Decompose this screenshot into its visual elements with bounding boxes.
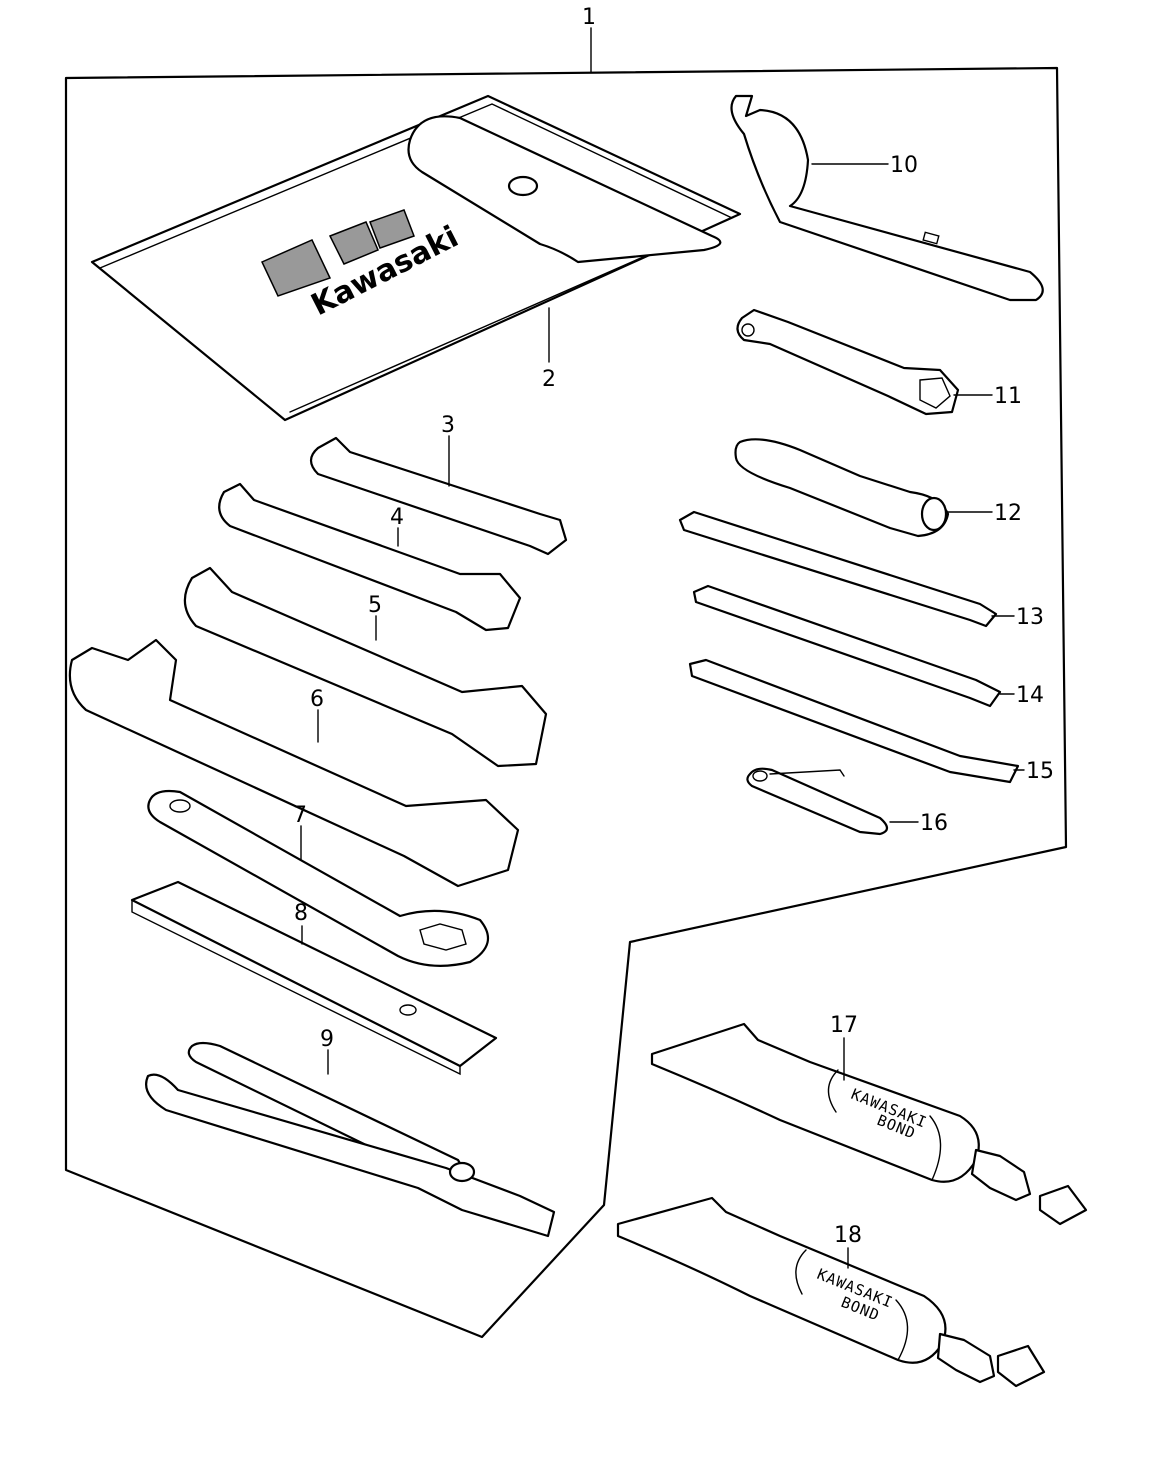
flat-tool-bar-8 <box>130 880 498 1076</box>
open-end-wrench-4 <box>218 482 522 632</box>
callout-10: 10 <box>890 153 918 178</box>
callout-9: 9 <box>320 1027 334 1052</box>
callout-8: 8 <box>294 901 308 926</box>
callout-6: 6 <box>310 687 324 712</box>
pliers-9 <box>145 1041 556 1238</box>
tool-pouch: Kawasaki <box>90 94 742 422</box>
hook-spanner-10 <box>730 94 1044 302</box>
callout-12: 12 <box>994 501 1022 526</box>
screwdriver-bit-13 <box>678 510 998 628</box>
callout-4: 4 <box>390 505 404 530</box>
callout-14: 14 <box>1016 683 1044 708</box>
callout-13: 13 <box>1016 605 1044 630</box>
callout-17: 17 <box>830 1013 858 1038</box>
kit-boundary <box>64 66 1068 1339</box>
callout-1: 1 <box>582 5 596 30</box>
callout-3: 3 <box>441 413 455 438</box>
callout-16: 16 <box>920 811 948 836</box>
open-end-wrench-5 <box>183 566 548 768</box>
callout-7: 7 <box>293 803 307 828</box>
callout-18: 18 <box>834 1223 862 1248</box>
screwdriver-bit-15 <box>688 658 1020 784</box>
box-wrench-7 <box>147 789 490 967</box>
open-end-wrench-3 <box>309 436 568 556</box>
small-hook-wrench-16 <box>746 767 889 836</box>
callout-2: 2 <box>542 367 556 392</box>
open-end-wrench-6 <box>68 638 520 888</box>
callout-11: 11 <box>994 384 1022 409</box>
callout-5: 5 <box>368 593 382 618</box>
screwdriver-bit-14 <box>692 584 1002 708</box>
callout-15: 15 <box>1026 759 1054 784</box>
bond-tube-17: KAWASAKI BOND <box>650 1022 1088 1226</box>
spark-plug-wrench-11 <box>736 308 960 416</box>
bond-tube-18: KAWASAKI BOND <box>616 1196 1046 1388</box>
screwdriver-handle-12 <box>734 438 950 538</box>
